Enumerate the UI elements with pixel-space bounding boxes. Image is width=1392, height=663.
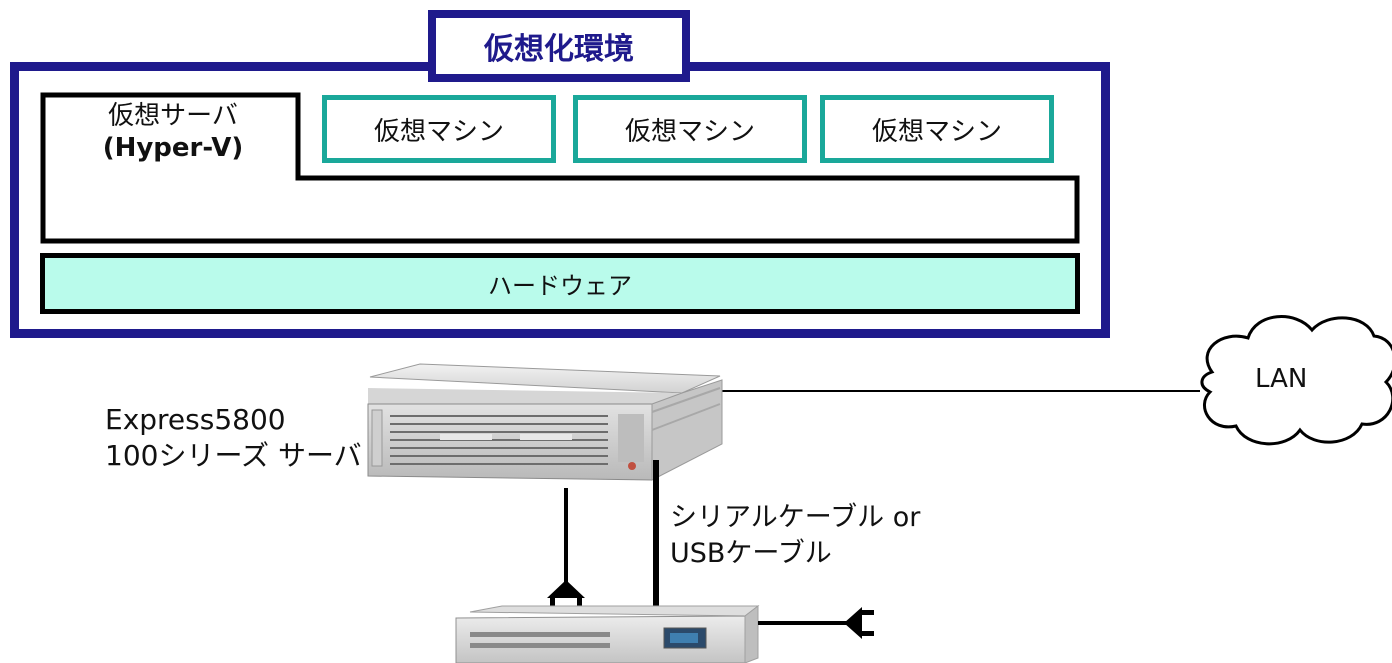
vm-label: 仮想マシン xyxy=(624,116,755,147)
server-image xyxy=(367,363,723,481)
ups-image xyxy=(455,604,760,663)
power-plug-icon xyxy=(844,607,874,639)
power-plug-icon xyxy=(547,580,585,612)
virtual-machine-3: 仮想マシン xyxy=(820,95,1054,163)
server-model: Express5800 xyxy=(105,403,286,436)
vm-label: 仮想マシン xyxy=(871,116,1002,147)
hardware-label: ハードウェア xyxy=(488,272,632,300)
environment-title: 仮想化環境 xyxy=(428,10,690,82)
cable-type-serial: シリアルケーブル or xyxy=(670,502,921,533)
vm-label: 仮想マシン xyxy=(373,116,504,147)
hypervisor-type: (Hyper-V) xyxy=(102,133,244,163)
virtual-machine-2: 仮想マシン xyxy=(573,95,807,163)
lan-label: LAN xyxy=(1255,364,1308,394)
environment-title-text: 仮想化環境 xyxy=(484,32,634,67)
hardware-layer: ハードウェア xyxy=(40,253,1080,314)
hypervisor-name: 仮想サーバ xyxy=(108,101,238,131)
cable-label: シリアルケーブル or USBケーブル xyxy=(670,500,920,572)
cable-type-usb: USBケーブル xyxy=(670,538,832,569)
hypervisor-label: 仮想サーバ (Hyper-V) xyxy=(48,100,298,180)
server-series: 100シリーズ サーバ xyxy=(105,439,362,472)
hypervisor-box xyxy=(40,92,1080,244)
virtual-machine-1: 仮想マシン xyxy=(322,95,556,163)
server-label: Express5800 100シリーズ サーバ xyxy=(105,402,362,474)
